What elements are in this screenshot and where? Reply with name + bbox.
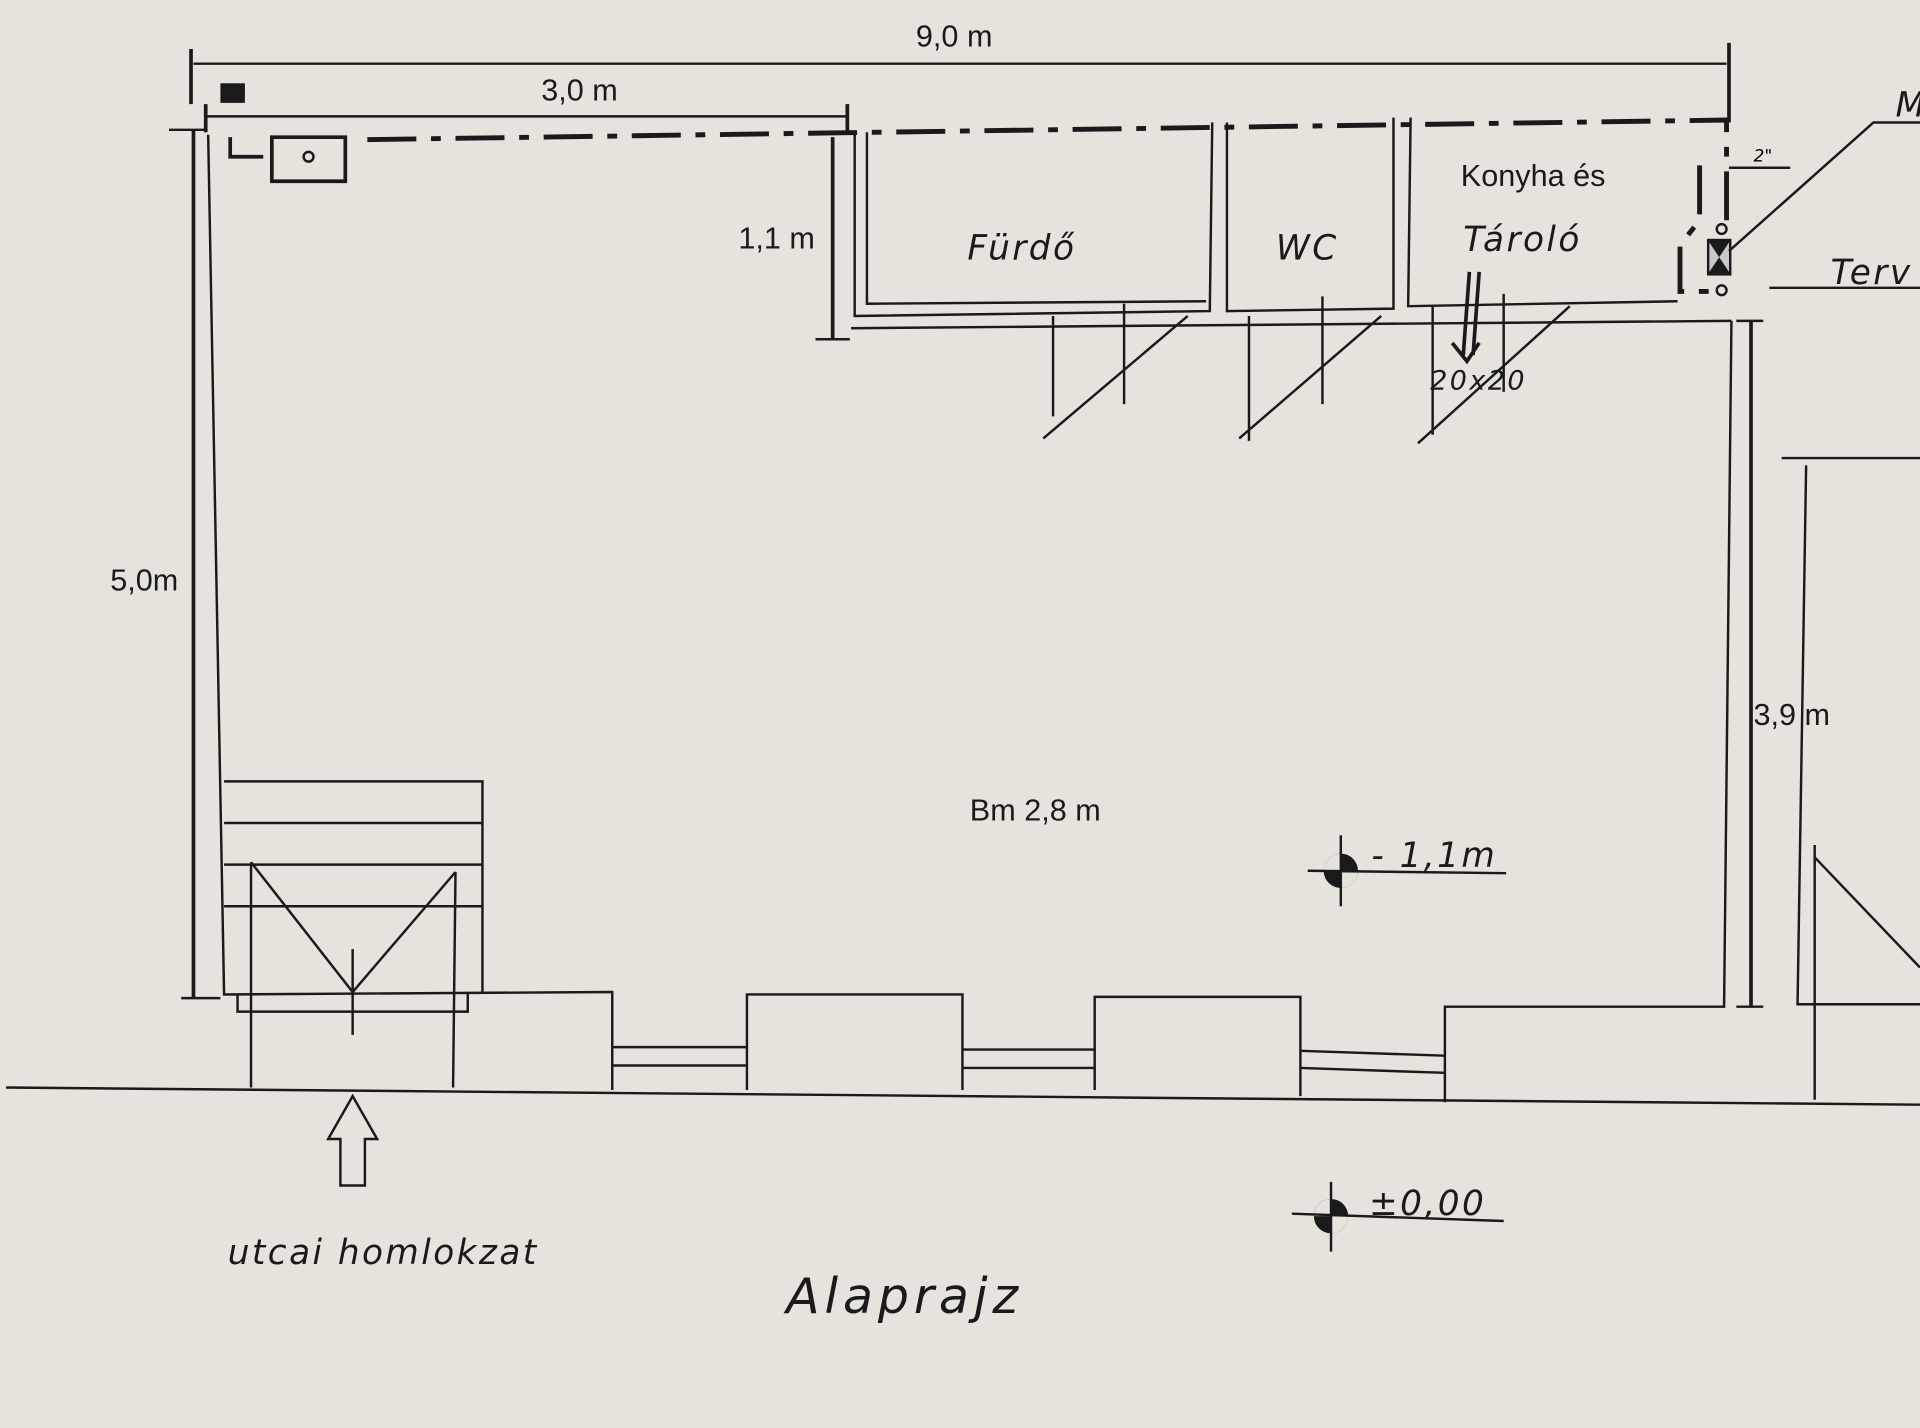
total-width-label: 9,0 m <box>916 20 993 54</box>
entrance-arrow-icon <box>326 1093 380 1187</box>
vent-size: 20x20 <box>1430 365 1527 396</box>
floor-level-label: - 1,1m <box>1371 836 1497 876</box>
water-pipe <box>367 117 1729 294</box>
street-level-marker-icon <box>1291 1181 1504 1252</box>
dimension-lines <box>168 42 1764 1008</box>
meter-box <box>220 83 348 184</box>
walls <box>6 117 1920 1106</box>
cut-label-m: M <box>1896 85 1920 125</box>
street-facade-label: utcai homlokzat <box>228 1233 539 1273</box>
main-room-height: Bm 2,8 m <box>970 794 1101 828</box>
level-marker-icon <box>1307 835 1507 907</box>
partial-width-label: 3,0 m <box>541 73 618 107</box>
room-bath: Fürdő <box>967 229 1076 269</box>
room-kitchen-line1: Konyha és <box>1461 159 1606 193</box>
pipe-size-label: 2" <box>1753 147 1772 167</box>
plan-title: Alaprajz <box>783 1268 1023 1325</box>
cut-label-terv: Terv <box>1831 253 1913 293</box>
right-depth-label: 3,9 m <box>1753 698 1830 732</box>
street-level-label: ±0,00 <box>1369 1184 1486 1224</box>
room-wc: WC <box>1276 229 1339 269</box>
left-depth-label: 5,0m <box>110 563 178 597</box>
service-depth-label: 1,1 m <box>738 222 815 256</box>
room-kitchen-line2: Tároló <box>1463 220 1582 260</box>
vent-arrow <box>1450 271 1482 365</box>
valve-icon <box>1706 121 1920 297</box>
